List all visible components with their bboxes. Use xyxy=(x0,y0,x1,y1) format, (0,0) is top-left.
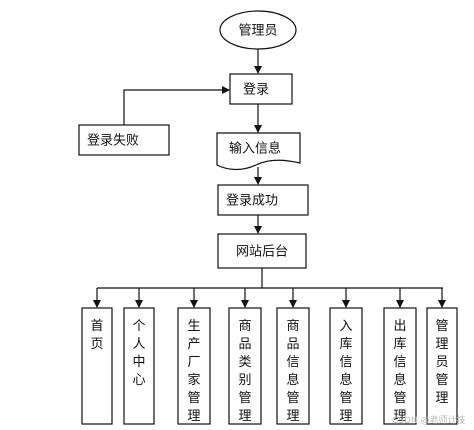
module-node: 生产厂家管理 xyxy=(177,288,211,425)
module-label: 商品类别管理 xyxy=(238,319,251,424)
login-success-label: 登录成功 xyxy=(226,194,278,209)
module-box xyxy=(177,307,211,425)
module-label: 出库信息管理 xyxy=(393,319,406,424)
module-box xyxy=(426,307,458,425)
login-node: 登录 xyxy=(229,73,293,105)
module-label: 管理员管理 xyxy=(435,319,448,406)
module-node: 商品类别管理 xyxy=(228,288,262,425)
module-node: 出库信息管理 xyxy=(383,288,417,425)
module-node: 入库信息管理 xyxy=(329,288,363,425)
module-node: 管理员管理 xyxy=(426,288,458,425)
admin-start-label: 管理员 xyxy=(238,24,277,39)
watermark-text: CSDN @老师计技 xyxy=(392,414,466,426)
module-node: 首页 xyxy=(81,288,113,425)
connector-fail-login xyxy=(123,86,230,125)
module-node: 个人中心 xyxy=(123,288,155,425)
module-box xyxy=(228,307,262,425)
input-info-label: 输入信息 xyxy=(229,141,281,157)
login-fail-label: 登录失败 xyxy=(87,134,139,149)
module-label: 首页 xyxy=(90,319,103,352)
backend-node: 网站后台 xyxy=(217,233,307,269)
backend-label: 网站后台 xyxy=(236,245,288,260)
module-label: 生产厂家管理 xyxy=(187,319,200,424)
admin-start-node: 管理员 xyxy=(219,10,297,50)
module-box xyxy=(276,307,310,425)
module-label: 入库信息管理 xyxy=(339,319,352,424)
modules-layer: 首页 个人中心 生产厂家管理 商品类别管理 商品信息管理 入库信息管理 出库信息管理 管理员管… xyxy=(81,288,458,425)
module-node: 商品信息管理 xyxy=(276,288,310,425)
login-label: 登录 xyxy=(243,83,269,98)
module-box xyxy=(81,307,113,425)
module-label: 个人中心 xyxy=(132,319,145,388)
login-fail-node: 登录失败 xyxy=(78,124,170,156)
login-success-node: 登录成功 xyxy=(217,184,309,216)
module-box xyxy=(123,307,155,425)
input-info-node: 输入信息 xyxy=(216,132,301,171)
module-box xyxy=(329,307,363,425)
module-label: 商品信息管理 xyxy=(286,319,299,424)
module-box xyxy=(383,307,417,425)
